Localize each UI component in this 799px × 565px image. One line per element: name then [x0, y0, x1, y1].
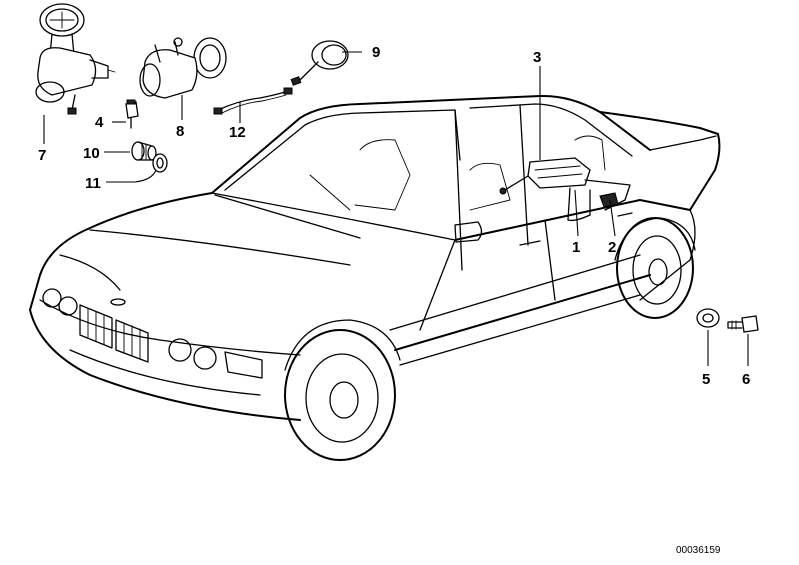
part-11-ring	[152, 153, 168, 173]
callout-10: 10	[83, 145, 100, 162]
callout-12: 12	[229, 124, 246, 141]
part-3-module	[499, 157, 631, 222]
part-7-siren-unit	[35, 3, 116, 115]
callout-7: 7	[38, 147, 46, 164]
callout-leaders	[43, 51, 749, 366]
part-12-cable	[213, 87, 293, 115]
diagram-reference-number: 00036159	[676, 545, 721, 556]
part-number-labels: 1 2 3 4 5 6 7 8 9 10 11 12	[38, 44, 750, 388]
callout-6: 6	[742, 371, 750, 388]
part-9-sensor	[290, 40, 349, 86]
callout-11: 11	[85, 175, 101, 192]
part-10-grommet	[131, 141, 157, 161]
callout-3: 3	[533, 49, 541, 66]
part-8-horn	[139, 37, 227, 99]
part-4-switch	[125, 99, 139, 129]
callout-4: 4	[95, 114, 104, 131]
callout-8: 8	[176, 123, 184, 140]
part-5-washer	[696, 308, 720, 328]
callout-1: 1	[572, 239, 580, 256]
part-6-bolt	[727, 315, 759, 333]
callout-9: 9	[372, 44, 380, 61]
callout-2: 2	[608, 239, 616, 256]
car-illustration	[29, 94, 721, 461]
callout-5: 5	[702, 371, 710, 388]
